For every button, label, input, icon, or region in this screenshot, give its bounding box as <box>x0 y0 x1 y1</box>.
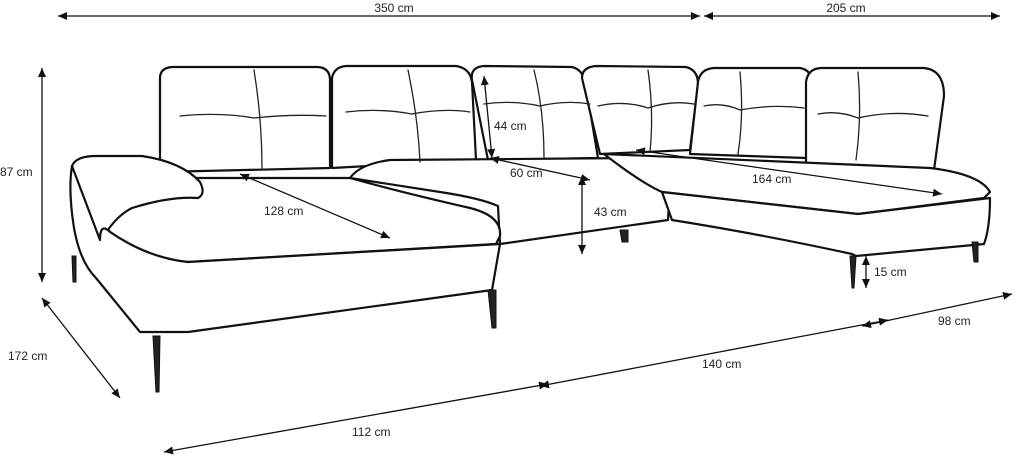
leg <box>971 241 979 263</box>
back-cushion-6 <box>804 66 946 172</box>
back-cushion-4 <box>580 64 700 156</box>
back-cushion-1 <box>158 65 332 174</box>
tuft-seams <box>179 69 929 169</box>
label-seat-depth: 60 cm <box>510 166 543 180</box>
label-right-chaise: 164 cm <box>752 172 791 186</box>
label-front-middle: 140 cm <box>702 357 741 371</box>
label-left-depth: 172 cm <box>8 349 47 363</box>
label-front-right: 98 cm <box>938 314 971 328</box>
label-height: 87 cm <box>0 165 33 179</box>
label-right-width: 205 cm <box>826 1 865 15</box>
label-leg-height: 15 cm <box>874 265 907 279</box>
label-front-left: 112 cm <box>352 425 390 439</box>
dimension-lines <box>38 12 1013 455</box>
label-left-chaise: 128 cm <box>264 204 303 218</box>
leg <box>152 335 161 393</box>
sofa-drawing <box>69 64 992 393</box>
leg <box>849 255 857 289</box>
leg <box>619 229 629 243</box>
back-cushion-5 <box>688 66 814 160</box>
sofa-legs <box>71 229 979 393</box>
label-seat-height: 43 cm <box>594 205 627 219</box>
label-total-width: 350 cm <box>374 1 413 15</box>
dimension-labels: 350 cm 205 cm 87 cm 172 cm 112 cm 140 cm… <box>0 1 971 439</box>
label-back-height: 44 cm <box>494 119 527 133</box>
left-base <box>69 164 502 334</box>
back-cushion-2 <box>330 64 478 170</box>
leg <box>71 255 77 283</box>
leg <box>487 289 497 329</box>
right-base <box>660 190 992 258</box>
